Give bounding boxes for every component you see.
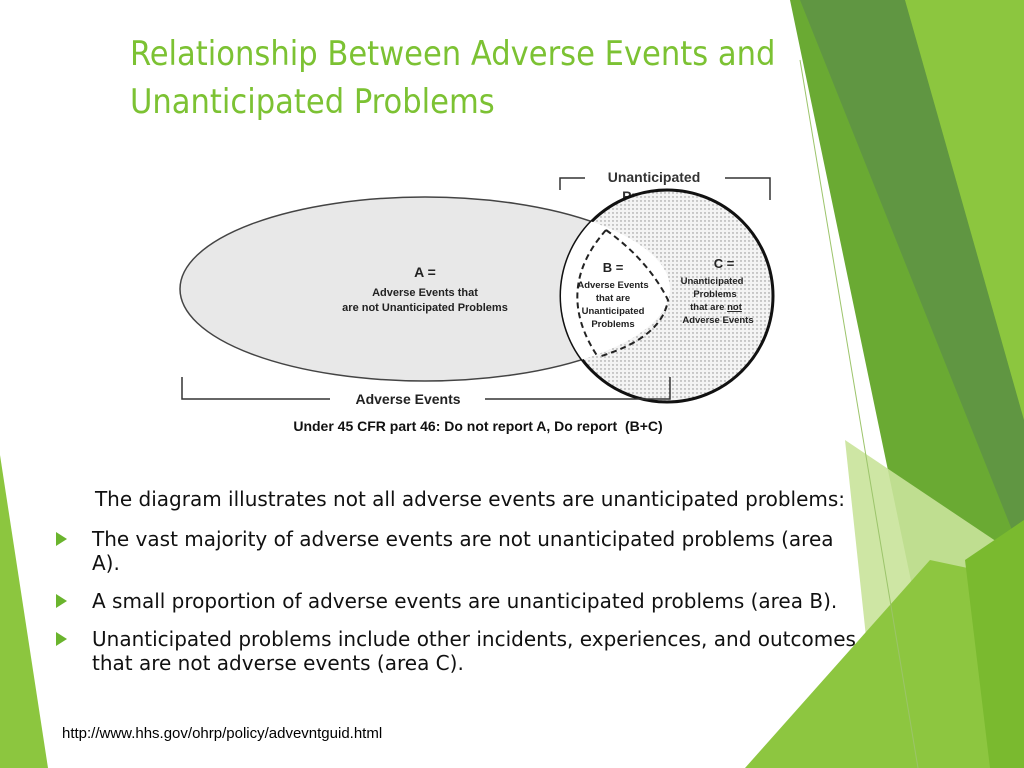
overlap-dashed-outline	[576, 229, 670, 358]
bg-green-dark-band	[800, 0, 1024, 560]
area-b-line-4: Problems	[591, 319, 634, 330]
bg-green-right-edge	[965, 520, 1024, 768]
source-link[interactable]: http://www.hhs.gov/ohrp/policy/advevntgu…	[62, 725, 383, 742]
slide-title: Relationship Between Adverse Events and …	[130, 30, 850, 126]
bullet-text: A small proportion of adverse events are…	[92, 589, 838, 613]
area-b-head: B =	[603, 260, 624, 275]
slide-body: The diagram illustrates not all adverse …	[50, 487, 865, 689]
up-label-line-1: Unanticipated	[608, 169, 701, 185]
ae-bracket	[181, 377, 671, 400]
area-c-head: C =	[714, 256, 735, 271]
area-a-line-2: are not Unanticipated Problems	[342, 302, 508, 314]
area-a-head: A =	[414, 264, 436, 280]
bullet-item: The vast majority of adverse events are …	[50, 527, 865, 575]
area-c-line-3: that are not	[690, 302, 743, 313]
bg-green-left-edge	[0, 455, 48, 768]
bullet-arrow-icon	[56, 632, 67, 646]
area-c-line-4: Adverse Events	[682, 315, 753, 326]
bullet-item: A small proportion of adverse events are…	[50, 589, 865, 613]
ae-label: Adverse Events	[355, 391, 460, 407]
up-bracket	[559, 177, 771, 200]
bullet-arrow-icon	[56, 532, 67, 546]
bullet-text: Unanticipated problems include other inc…	[92, 627, 856, 675]
area-b-line-2: that are	[596, 293, 630, 304]
bullet-text: The vast majority of adverse events are …	[92, 527, 834, 575]
area-c-line-2: Problems	[693, 289, 736, 300]
area-c-not: not	[727, 302, 743, 313]
area-b-line-3: Unanticipated	[582, 306, 645, 317]
cfr-rule-text: Under 45 CFR part 46: Do not report A, D…	[293, 418, 662, 434]
bg-green-light-band	[905, 0, 1024, 420]
area-b-line-1: Adverse Events	[577, 280, 648, 291]
area-c-line-1: Unanticipated	[681, 276, 744, 287]
intro-text: The diagram illustrates not all adverse …	[94, 487, 846, 511]
bg-thin-line	[799, 59, 919, 768]
bg-green-mid-sweep	[745, 560, 1024, 768]
title-line-1: Relationship Between Adverse Events and	[130, 34, 776, 74]
bullet-arrow-icon	[56, 594, 67, 608]
bullet-item: Unanticipated problems include other inc…	[50, 627, 865, 675]
title-line-2: Unanticipated Problems	[130, 82, 495, 122]
area-a-line-1: Adverse Events that	[372, 287, 478, 299]
